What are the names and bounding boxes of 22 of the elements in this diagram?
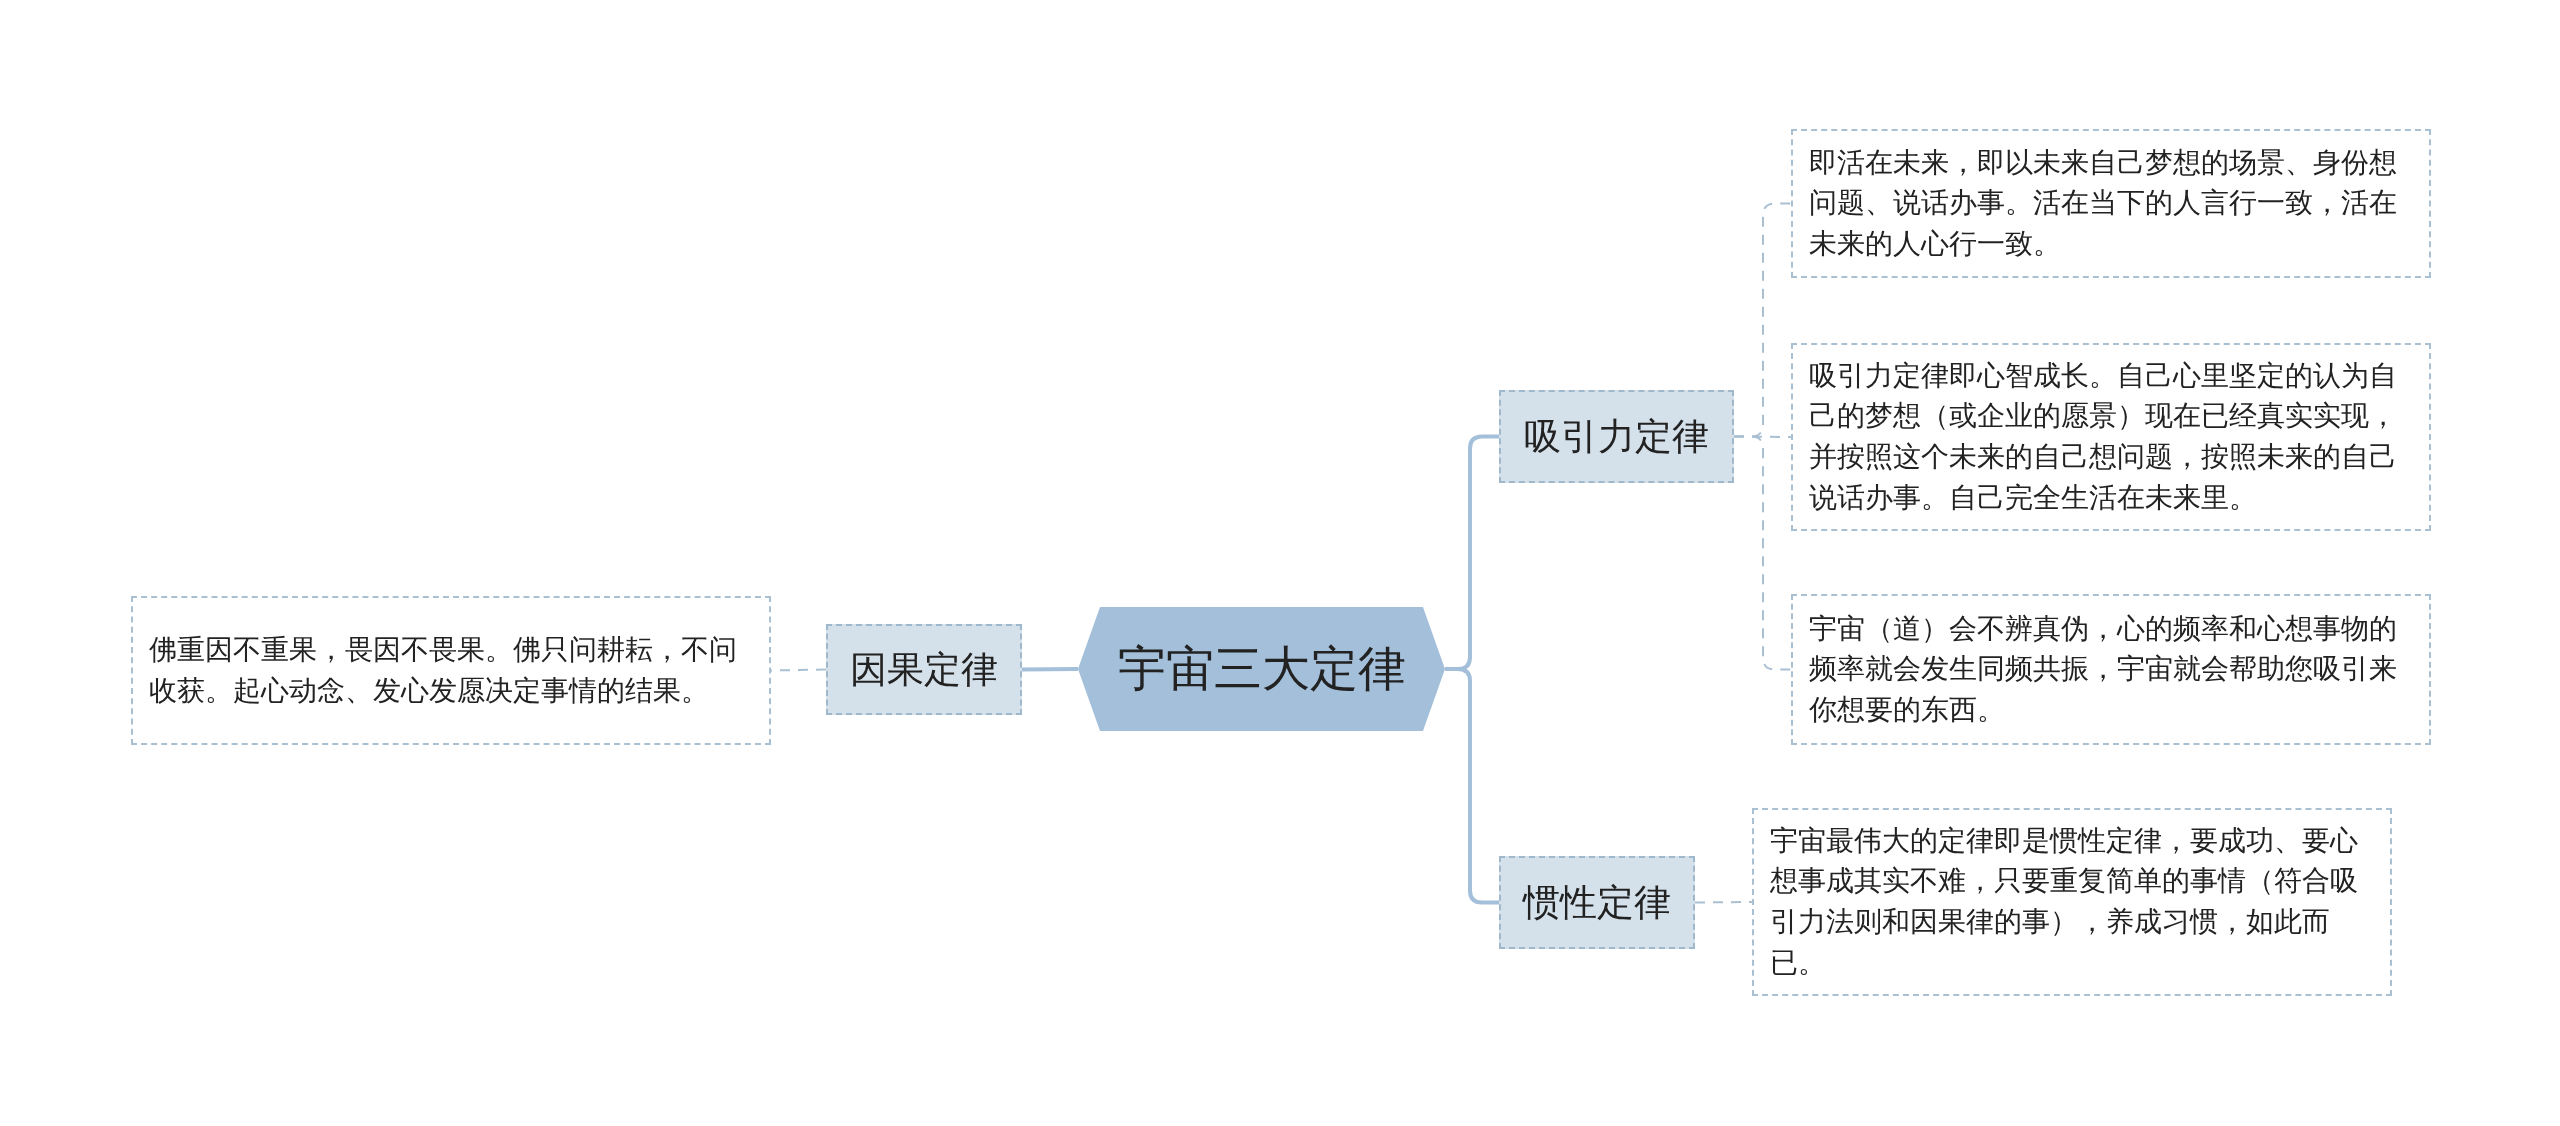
- note-text: 宇宙（道）会不辨真伪，心的频率和心想事物的频率就会发生同频共振，宇宙就会帮助您吸引来你想要的东西。: [1809, 610, 2398, 728]
- topic-box: [826, 624, 1022, 715]
- note-text: 即活在未来，即以未来自己梦想的场景、身份想问题、说话办事。活在当下的人言行一致，活在未来的人心行一致。: [1809, 144, 2398, 262]
- note-text: 佛重因不重果，畏因不畏果。佛只问耕耘，不问收获。起心动念、发心发愿决定事情的结果。: [149, 631, 738, 709]
- note-box: [131, 596, 771, 745]
- connector: [1021, 667, 1079, 672]
- note-text: 宇宙最伟大的定律即是惯性定律，要成功、要心想事成其实不难，只要重复简单的事情（符合吸引力法则和因果律的事），养成习惯，如此而已。: [1770, 822, 2359, 981]
- topic-box: [1499, 390, 1734, 483]
- topic-label: 因果定律: [850, 646, 998, 693]
- connector: [1733, 435, 1792, 671]
- topic-label: 宇宙三大定律: [1117, 639, 1406, 698]
- topic-box: [1499, 856, 1695, 949]
- note-box: [1752, 808, 2392, 996]
- note-box: [1791, 594, 2431, 745]
- connector: [1694, 901, 1753, 904]
- note-text: 吸引力定律即心智成长。自己心里坚定的认为自己的梦想（或企业的愿景）现在已经真实实现，并按照这个未来的自己想问题，按照未来的自己说话办事。自己完全生活在未来里。: [1809, 357, 2398, 516]
- topic-label: 吸引力定律: [1524, 413, 1709, 460]
- note-box: [1791, 129, 2431, 278]
- connector: [1445, 667, 1499, 905]
- central-topic-hexagon: [1078, 607, 1445, 731]
- note-box: [1791, 343, 2431, 531]
- topic-label: 惯性定律: [1523, 879, 1671, 926]
